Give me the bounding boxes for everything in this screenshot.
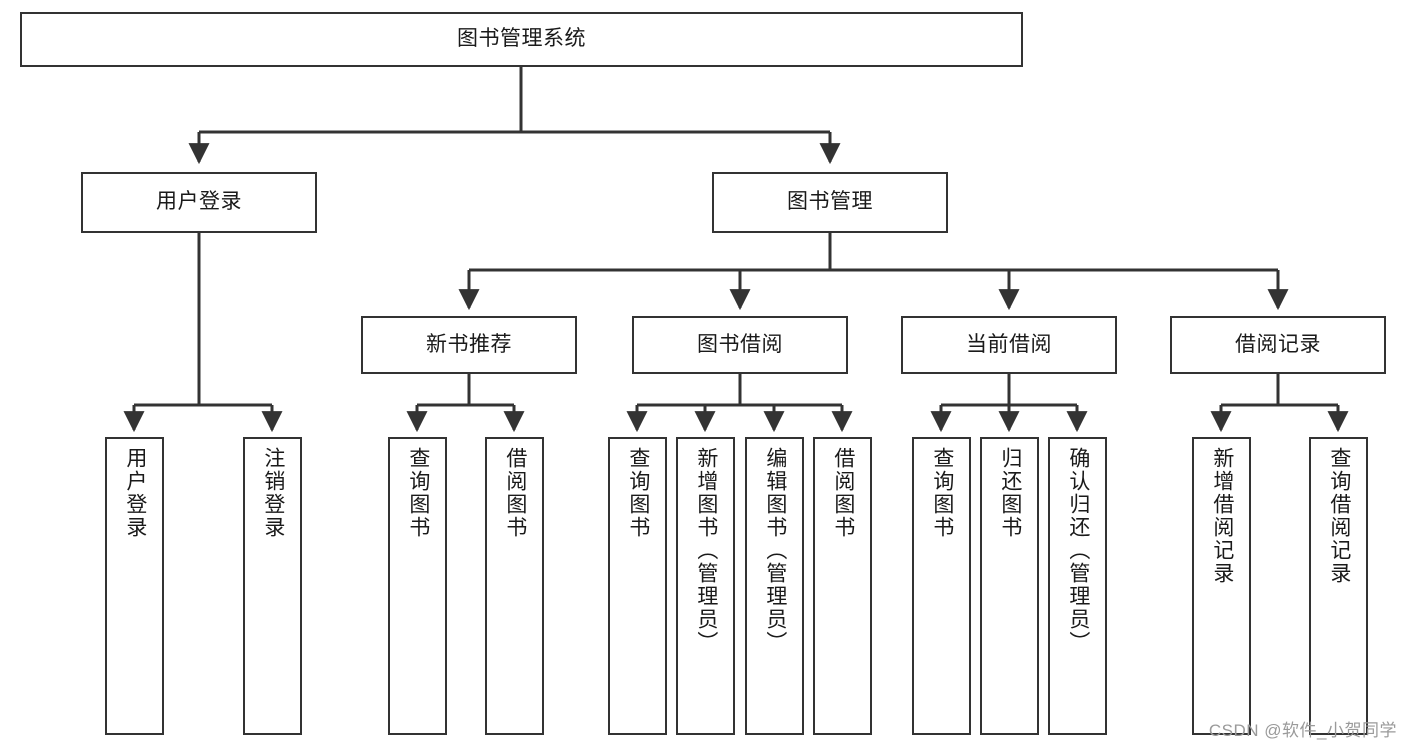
node-label: 注销登录 [261, 447, 285, 539]
node-label: 新增借阅记录 [1210, 447, 1234, 585]
leaf-current-return-book[interactable]: 归还图书 [980, 437, 1039, 735]
node-label: 归还图书 [998, 447, 1022, 539]
node-new-book-recommend[interactable]: 新书推荐 [361, 316, 577, 374]
leaf-user-login-sign-out[interactable]: 注销登录 [243, 437, 302, 735]
leaf-borrow-query-book[interactable]: 查询图书 [608, 437, 667, 735]
leaf-borrow-edit-book-admin[interactable]: 编辑图书（管理员） [745, 437, 804, 735]
csdn-watermark: CSDN @软件_小贺同学 [1208, 721, 1397, 740]
node-label: 确认归还（管理员） [1066, 447, 1090, 654]
leaf-user-login-sign-in[interactable]: 用户登录 [105, 437, 164, 735]
leaf-borrow-add-book-admin[interactable]: 新增图书（管理员） [676, 437, 735, 735]
node-current-borrow[interactable]: 当前借阅 [901, 316, 1117, 374]
leaf-current-confirm-return-admin[interactable]: 确认归还（管理员） [1048, 437, 1107, 735]
node-label: 图书管理系统 [457, 27, 586, 51]
leaf-record-query-borrow-record[interactable]: 查询借阅记录 [1309, 437, 1368, 735]
node-label: 借阅记录 [1235, 332, 1321, 356]
node-label: 图书管理 [787, 190, 873, 214]
node-label: 当前借阅 [966, 332, 1052, 356]
node-label: 新增图书（管理员） [694, 447, 718, 654]
leaf-recommend-borrow-book[interactable]: 借阅图书 [485, 437, 544, 735]
node-label: 查询图书 [626, 447, 650, 539]
node-label: 图书借阅 [697, 332, 783, 356]
leaf-current-query-book[interactable]: 查询图书 [912, 437, 971, 735]
node-label: 查询借阅记录 [1327, 447, 1351, 585]
node-borrow-record[interactable]: 借阅记录 [1170, 316, 1386, 374]
node-label: 查询图书 [930, 447, 954, 539]
leaf-record-add-borrow-record[interactable]: 新增借阅记录 [1192, 437, 1251, 735]
node-label: 新书推荐 [426, 332, 512, 356]
node-label: 用户登录 [123, 447, 147, 539]
node-book-borrow[interactable]: 图书借阅 [632, 316, 848, 374]
node-user-login[interactable]: 用户登录 [81, 172, 317, 233]
node-label: 借阅图书 [831, 447, 855, 539]
node-label: 编辑图书（管理员） [763, 447, 787, 654]
node-label: 用户登录 [156, 190, 242, 214]
node-root-book-management-system[interactable]: 图书管理系统 [20, 12, 1023, 67]
node-book-management[interactable]: 图书管理 [712, 172, 948, 233]
leaf-borrow-borrow-book[interactable]: 借阅图书 [813, 437, 872, 735]
leaf-recommend-query-book[interactable]: 查询图书 [388, 437, 447, 735]
node-label: 借阅图书 [503, 447, 527, 539]
node-label: 查询图书 [406, 447, 430, 539]
